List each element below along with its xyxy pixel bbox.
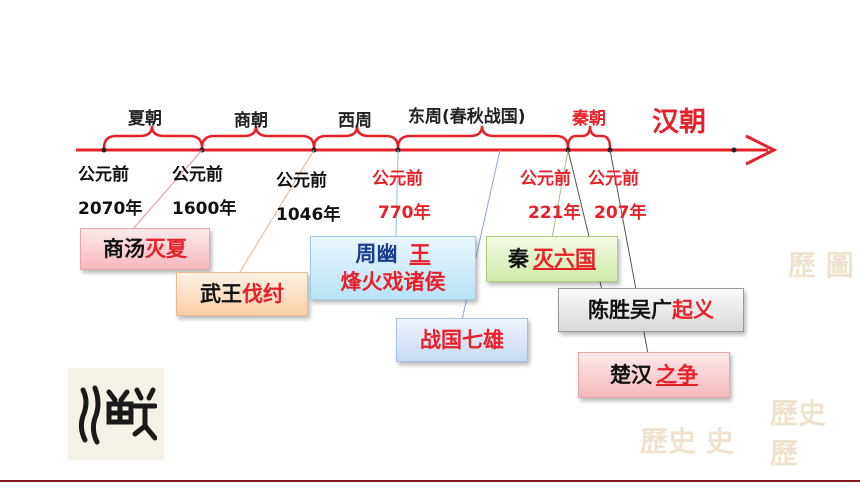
dynasty-label-qin: 秦朝 (572, 109, 606, 129)
dynasty-label-shang: 商朝 (234, 111, 268, 131)
background-decoration: 歷 圖 (788, 249, 854, 282)
background-decoration: 歷史 史 (640, 425, 734, 458)
event-shang-tang: 商汤灭夏 (80, 228, 210, 270)
event-wu-wang: 武王伐纣 (176, 272, 308, 316)
dynasty-label-xizhou: 西周 (338, 111, 372, 131)
han-seal-image (68, 368, 164, 460)
event-zhanguo: 战国七雄 (396, 318, 528, 362)
dynasty-label-dongzhou: 东周(春秋战国) (408, 107, 526, 127)
background-decoration: 歷史 歷 (770, 397, 827, 470)
bottom-border (0, 480, 860, 482)
timeline-arrowhead (745, 134, 778, 166)
brace-shang (200, 125, 316, 149)
brace-xizhou (312, 125, 400, 149)
event-zhou-you: 周幽王 烽火戏诸侯 (310, 236, 476, 300)
event-chu-han: 楚汉之争 (578, 352, 730, 398)
brace-xia (102, 125, 204, 149)
han-seal-glyph-icon (78, 385, 157, 445)
brace-qin (566, 125, 612, 149)
brace-dongzhou (396, 125, 570, 149)
dynasty-label-xia: 夏朝 (128, 109, 162, 129)
event-chen-sheng: 陈胜吴广起义 (558, 288, 744, 332)
dynasty-label-han: 汉朝 (652, 107, 706, 138)
event-qin: 秦灭六国 (486, 236, 618, 282)
